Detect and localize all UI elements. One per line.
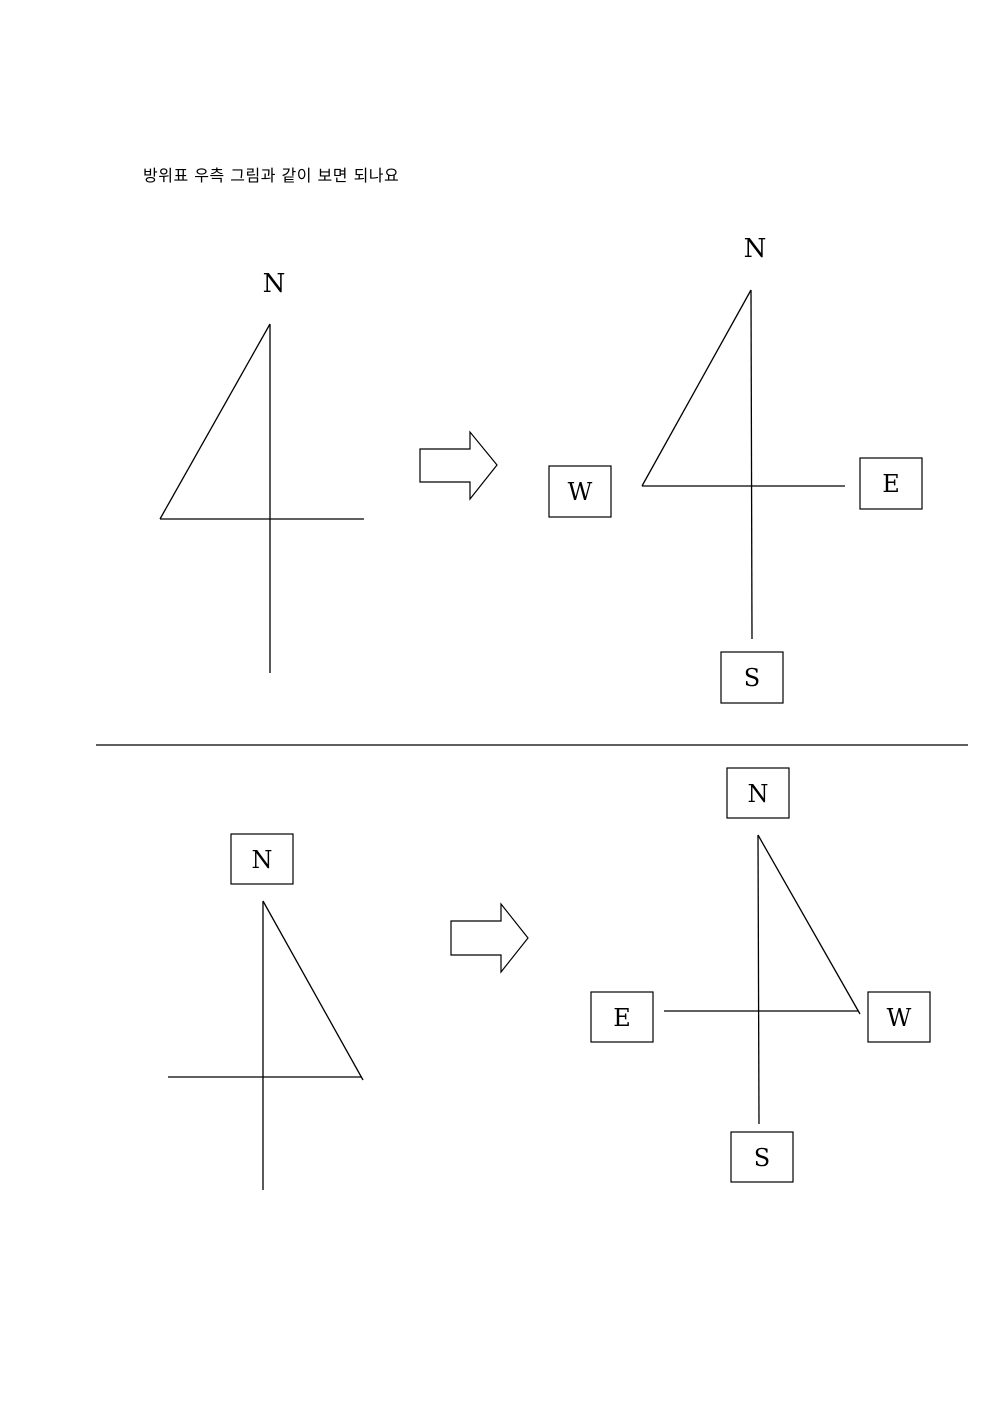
bottom-right-north-box <box>726 767 790 819</box>
bottom-left-north-box <box>230 833 294 885</box>
top-right-west-box <box>548 465 612 518</box>
bottom-right-south-box <box>730 1131 794 1183</box>
bottom-right-south-label: S <box>754 1144 770 1172</box>
bottom-right-east-label: E <box>613 1004 631 1032</box>
top-left-hypotenuse <box>159 323 271 520</box>
bottom-left-compass: N <box>168 833 364 1190</box>
bottom-right-west-label: W <box>887 1004 912 1032</box>
top-right-south-box <box>720 651 784 704</box>
top-right-compass: N W E S <box>548 234 923 704</box>
top-left-compass: N <box>159 269 364 673</box>
top-right-east-box <box>859 457 923 510</box>
top-right-hypotenuse <box>641 289 752 487</box>
bottom-right-north-label: N <box>748 780 769 808</box>
top-right-west-label: W <box>568 478 593 506</box>
bottom-right-compass: N E W S <box>590 767 931 1183</box>
top-right-vertical-axis <box>750 289 753 640</box>
question-caption: 방위표 우측 그림과 같이 보면 되나요 <box>143 166 400 185</box>
bottom-left-north-label: N <box>252 846 273 874</box>
top-right-north-label: N <box>744 234 767 264</box>
top-right-south-label: S <box>744 664 760 692</box>
bottom-right-vertical-axis <box>757 834 760 1125</box>
bottom-right-west-box <box>867 991 931 1043</box>
bottom-left-hypotenuse <box>262 900 364 1081</box>
top-left-north-label: N <box>263 269 286 299</box>
bottom-right-arrow-icon <box>450 902 529 974</box>
bottom-right-hypotenuse <box>757 834 861 1015</box>
top-right-east-label: E <box>882 470 900 498</box>
top-right-arrow-icon <box>419 430 498 501</box>
bottom-right-east-box <box>590 991 654 1043</box>
